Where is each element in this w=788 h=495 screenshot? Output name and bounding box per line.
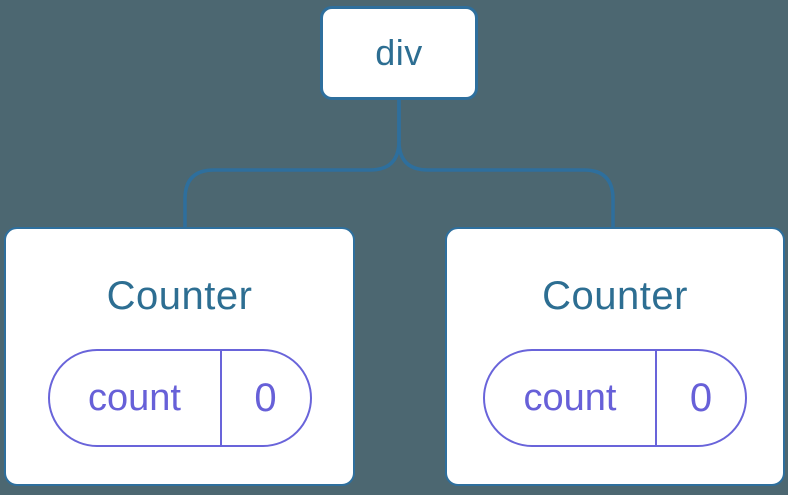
counter-node-right: Counter count 0 (445, 227, 785, 486)
state-key-label: count (523, 376, 617, 419)
counter-title: Counter (542, 274, 688, 318)
root-node-label: div (375, 32, 423, 73)
state-pill: count 0 (483, 349, 747, 447)
state-value: 0 (219, 351, 310, 445)
state-pill: count 0 (47, 349, 312, 447)
counter-node-left: Counter count 0 (4, 227, 355, 486)
state-value: 0 (655, 351, 745, 445)
connector-right-branch (397, 100, 615, 228)
connector-left-branch (183, 100, 401, 228)
state-key-label: count (88, 376, 181, 419)
counter-title: Counter (106, 274, 253, 318)
root-node-div: div (320, 6, 478, 100)
